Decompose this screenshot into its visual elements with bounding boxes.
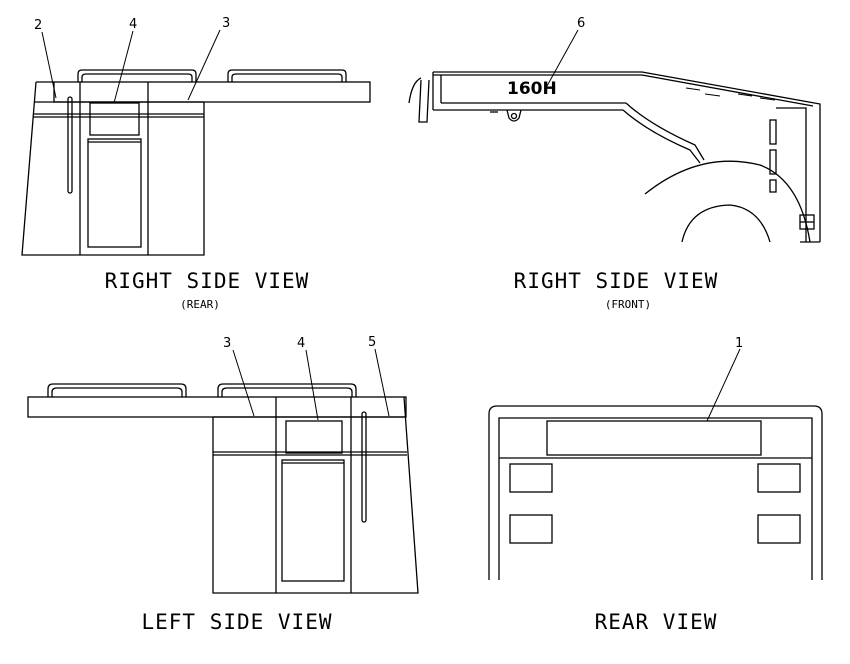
callout-1: 1: [735, 336, 743, 351]
title-right-side-rear: RIGHT SIDE VIEW: [105, 269, 310, 293]
right-side-rear-view: 2 4 3 RIGHT SIDE VIEW (REAR): [21, 16, 371, 311]
subtitle-front: (FRONT): [605, 298, 651, 311]
right-side-front-view: 160H 6 RIGHT SIDE VIEW (FRONT): [408, 16, 821, 311]
title-left-side: LEFT SIDE VIEW: [141, 610, 332, 634]
callout-4-rear: 4: [129, 17, 137, 32]
callout-2: 2: [34, 18, 42, 33]
callout-6: 6: [577, 16, 585, 31]
left-side-view: 3 4 5 LEFT SIDE VIEW: [27, 335, 419, 634]
title-right-side-front: RIGHT SIDE VIEW: [514, 269, 719, 293]
subtitle-rear: (REAR): [180, 298, 220, 311]
callout-3-rear: 3: [222, 16, 230, 31]
rear-view: 1 REAR VIEW: [488, 336, 823, 634]
model-decal: 160H: [507, 79, 557, 99]
callout-4-left: 4: [297, 336, 305, 351]
callout-5: 5: [368, 335, 376, 350]
callout-3-left: 3: [223, 336, 231, 351]
title-rear: REAR VIEW: [595, 610, 718, 634]
